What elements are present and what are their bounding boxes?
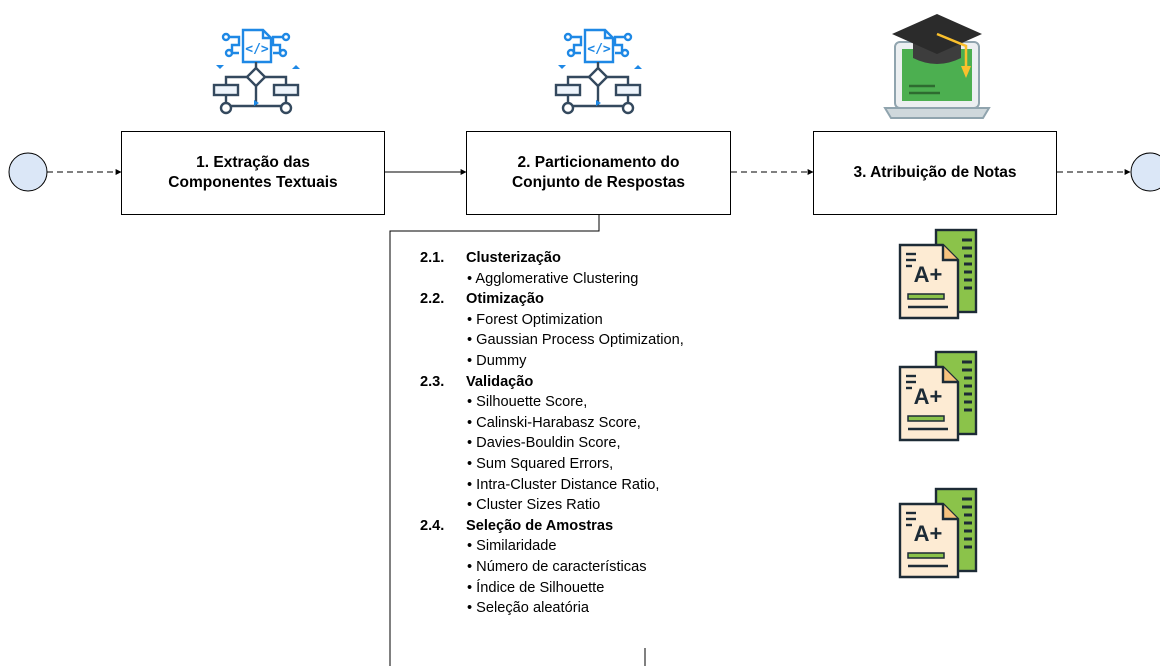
step-1-title-line-1: 1. Extração das	[196, 154, 310, 171]
grade-label: A+	[914, 262, 943, 287]
section-heading: 2.4.Seleção de Amostras	[420, 517, 614, 534]
substep-list: 2.1.Clusterização • Agglomerative Cluste…	[420, 248, 760, 619]
section-heading: 2.3.Validação	[420, 373, 534, 390]
grade-label: A+	[914, 521, 943, 546]
list-item: • Forest Optimization	[467, 311, 603, 328]
sublist-bracket	[389, 214, 600, 666]
step-2-title-line-2: Conjunto de Respostas	[511, 174, 686, 191]
end-circle	[1130, 152, 1160, 192]
step-2-box: 2. Particionamento do Conjunto de Respos…	[466, 131, 731, 215]
list-item: • Índice de Silhouette	[467, 579, 605, 596]
step-1-box: 1. Extração das Componentes Textuais	[121, 131, 385, 215]
step-2-title-line-1: 2. Particionamento do	[517, 154, 680, 171]
step-3-title: 3. Atribuição de Notas	[853, 164, 1017, 181]
list-item: • Cluster Sizes Ratio	[467, 497, 601, 514]
code-flowchart-icon	[212, 28, 302, 115]
step-1-title-line-2: Componentes Textuais	[168, 174, 338, 191]
list-item: • Similaridade	[467, 538, 557, 555]
code-flowchart-icon	[554, 28, 644, 115]
list-item: • Dummy	[467, 352, 527, 369]
step-3-box: 3. Atribuição de Notas	[813, 131, 1057, 215]
list-item: • Agglomerative Clustering	[467, 270, 639, 287]
list-item: • Sum Squared Errors,	[467, 455, 614, 472]
list-item: • Davies-Bouldin Score,	[467, 435, 621, 452]
list-item: • Número de características	[467, 558, 647, 575]
start-circle	[8, 152, 48, 192]
list-item: • Seleção aleatória	[467, 600, 589, 617]
list-item: • Intra-Cluster Distance Ratio,	[467, 476, 660, 493]
list-item: • Silhouette Score,	[467, 394, 588, 411]
list-item: • Gaussian Process Optimization,	[467, 332, 684, 349]
list-item: • Calinski-Harabasz Score,	[467, 414, 641, 431]
section-heading: 2.1.Clusterização	[420, 250, 561, 266]
grade-label: A+	[914, 384, 943, 409]
laptop-graduation-cap-icon	[883, 14, 991, 119]
section-heading: 2.2.Otimização	[420, 291, 544, 308]
